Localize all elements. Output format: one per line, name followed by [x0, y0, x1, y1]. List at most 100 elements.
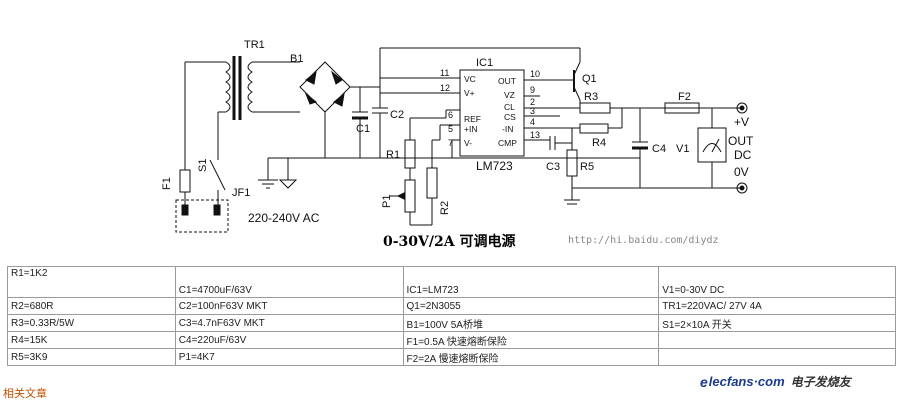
table-cell [658, 331, 896, 349]
switch-s1 [209, 159, 226, 191]
label-zero-v: 0V [734, 165, 749, 179]
logo-chinese-name: 电子发烧友 [790, 375, 851, 389]
label-r1: R1 [386, 149, 400, 161]
table-cell: Q1=2N3055 [402, 297, 660, 315]
label-dc: DC [734, 148, 752, 162]
label-q1: Q1 [582, 73, 597, 85]
bridge-rectifier-b1 [299, 61, 380, 120]
pin-number: 7 [448, 138, 453, 148]
table-cell: C2=100nF63V MKT [174, 297, 404, 315]
table-row: R4=15K C4=220uF/63V F1=0.5A 快速熔断保险 [7, 331, 896, 349]
potentiometer-p1 [404, 179, 416, 213]
ic-pin-left: V- [464, 138, 472, 148]
label-b1: B1 [290, 53, 303, 65]
table-cell: F2=2A 慢速熔断保险 [402, 348, 660, 366]
ic-pin-right: CS [504, 112, 516, 122]
logo-e-mark: e [700, 373, 708, 390]
table-row: R5=3K9 P1=4K7 F2=2A 慢速熔断保险 [7, 348, 896, 366]
output-terminal-negative [736, 182, 748, 194]
label-c3: C3 [546, 161, 560, 173]
diagram-caption: 0-30V/2A 可调电源 [383, 234, 516, 250]
label-r5: R5 [580, 161, 594, 173]
label-c2: C2 [390, 109, 404, 121]
ic-pin-left: V+ [464, 88, 475, 98]
pin-number: 12 [440, 83, 450, 93]
table-row: R2=680R C2=100nF63V MKT Q1=2N3055 TR1=22… [7, 297, 896, 315]
ic-pin-right: OUT [498, 76, 516, 86]
resistor-r2 [426, 167, 438, 199]
fuse-f2 [664, 102, 700, 114]
ic-pin-right: CL [504, 102, 515, 112]
pin-number: 6 [448, 110, 453, 120]
label-c4: C4 [652, 143, 666, 155]
pin-number: 3 [530, 106, 535, 116]
table-cell: IC1=LM723 [402, 266, 660, 298]
output-terminal-positive [736, 102, 748, 114]
label-ac-input: 220-240V AC [248, 211, 320, 225]
table-cell: B1=100V 5A桥堆 [402, 314, 660, 332]
table-cell: R1=1K2 [7, 266, 176, 298]
transformer-tr1 [185, 56, 300, 150]
table-cell: V1=0-30V DC [658, 266, 896, 298]
pin-number: 9 [530, 85, 535, 95]
elecfans-logo: e lecfans·com 电子发烧友 [700, 373, 851, 390]
label-f2: F2 [678, 91, 691, 103]
pin-number: 10 [530, 69, 540, 79]
resistor-r1 [404, 139, 416, 169]
pin-number: 4 [530, 117, 535, 127]
table-cell: R3=0.33R/5W [7, 314, 176, 332]
resistor-r3 [579, 102, 611, 114]
label-r4: R4 [592, 137, 606, 149]
table-cell: P1=4K7 [174, 348, 404, 366]
table-cell: F1=0.5A 快速熔断保险 [402, 331, 660, 349]
label-jf1: JF1 [232, 187, 250, 199]
pin-number: 5 [448, 124, 453, 134]
table-cell: R2=680R [7, 297, 176, 315]
ic-pin-right: CMP [498, 138, 517, 148]
label-tr1: TR1 [244, 39, 265, 51]
pin-number: 13 [530, 130, 540, 140]
table-row: R3=0.33R/5W C3=4.7nF63V MKT B1=100V 5A桥堆… [7, 314, 896, 332]
table-cell: TR1=220VAC/ 27V 4A [658, 297, 896, 315]
pin-number: 2 [530, 97, 535, 107]
resistor-r5 [566, 149, 578, 177]
label-r2: R2 [439, 201, 451, 215]
label-v1: V1 [676, 143, 689, 155]
related-articles-link[interactable]: 相关文章 [3, 388, 47, 400]
ground-symbol [258, 179, 278, 189]
label-ic1: IC1 [476, 57, 493, 69]
label-f1: F1 [161, 177, 173, 190]
fuse-f1 [179, 169, 191, 193]
pin-number: 11 [440, 68, 449, 78]
voltmeter-v1 [697, 127, 727, 163]
table-cell: R4=15K [7, 331, 176, 349]
source-url-watermark: http://hi.baidu.com/diydz [568, 235, 719, 246]
bill-of-materials-table: R1=1K2 C1=4700uF/63V IC1=LM723 V1=0-30V … [7, 266, 896, 366]
table-cell: C3=4.7nF63V MKT [174, 314, 404, 332]
transistor-q1 [524, 61, 581, 101]
table-cell: C1=4700uF/63V [174, 266, 404, 298]
label-r3: R3 [584, 91, 598, 103]
table-cell: R5=3K9 [7, 348, 176, 366]
circuit-schematic: TR1 B1 F1 S1 JF1 220-240V AC C1 C2 IC1 L… [161, 39, 754, 233]
table-row: R1=1K2 C1=4700uF/63V IC1=LM723 V1=0-30V … [7, 266, 896, 298]
mains-socket-jf1 [175, 199, 229, 233]
ic-pin-right: -IN [502, 124, 513, 134]
table-cell: S1=2×10A 开关 [658, 314, 896, 332]
label-plus-v: +V [734, 115, 749, 129]
table-cell: C4=220uF/63V [174, 331, 404, 349]
label-p1: P1 [381, 195, 393, 208]
ic-pin-left: +IN [464, 124, 477, 134]
ic1-lm723-body [459, 69, 525, 157]
table-cell [658, 348, 896, 366]
ic-pin-left: REF [464, 114, 481, 124]
ic-pin-left: VC [464, 74, 476, 84]
label-s1: S1 [197, 159, 209, 172]
ic-pin-right: VZ [504, 90, 515, 100]
chassis-ground-symbol [278, 179, 298, 189]
label-ic-part: LM723 [476, 159, 513, 173]
logo-wordmark: lecfans·com [708, 374, 785, 389]
resistor-r4 [579, 123, 609, 134]
label-c1: C1 [356, 123, 370, 135]
label-out: OUT [728, 134, 754, 148]
